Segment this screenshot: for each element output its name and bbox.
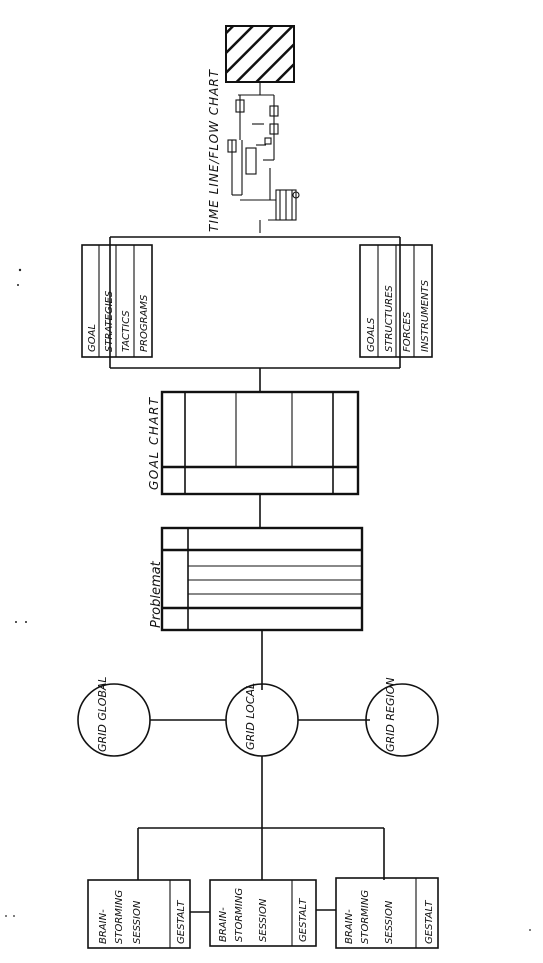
session-3-line2: STORMING [360,890,371,944]
left-item-programs: PROGRAMS [139,294,150,352]
session-3-line3: SESSION [384,900,395,944]
problemat-label: Problemat [149,560,164,628]
left-item-goal: GOAL [87,324,98,352]
session-box-1 [87,879,191,949]
session-box-2 [209,879,317,947]
session-2-line2: STORMING [234,888,245,942]
grid-local-circle [225,683,299,757]
session-1-gestalt: GESTALT [176,900,187,944]
flow-chart-schematic [227,82,300,233]
session-1-line2: STORMING [114,890,125,944]
right-item-forces: FORCES [402,311,413,352]
goal-chart-table [160,390,360,496]
session-box-3 [335,877,439,949]
right-item-instruments: INSTRUMENTS [420,279,431,352]
time-line-label: TIME LINE/FLOW CHART [207,68,221,232]
hatched-square [225,25,295,83]
grid-region-circle [365,683,439,757]
session-2-line3: SESSION [258,898,269,942]
grid-local-label: GRID LOCAL [244,683,257,750]
left-item-tactics: TACTICS [121,310,132,352]
grid-region-label: GRID REGION [384,677,397,752]
grid-global-label: GRID GLOBAL [96,676,109,752]
session-2-line1: BRAIN- [218,907,229,942]
goals-structures-frame [81,236,433,369]
session-3-gestalt: GESTALT [424,900,435,944]
session-2-gestalt: GESTALT [298,898,309,942]
grid-global-circle [77,683,151,757]
session-tree-connectors [137,756,385,913]
right-item-structures: STRUCTURES [384,285,395,352]
session-1-line1: BRAIN- [98,909,109,944]
right-item-goals: GOALS [366,317,377,352]
left-item-strategies: STRATEGIES [104,290,115,352]
goal-chart-label: GOAL CHART [147,396,161,490]
session-3-line1: BRAIN- [344,909,355,944]
problemat-table [160,526,364,632]
session-1-line3: SESSION [132,900,143,944]
scan-specks [5,268,531,931]
